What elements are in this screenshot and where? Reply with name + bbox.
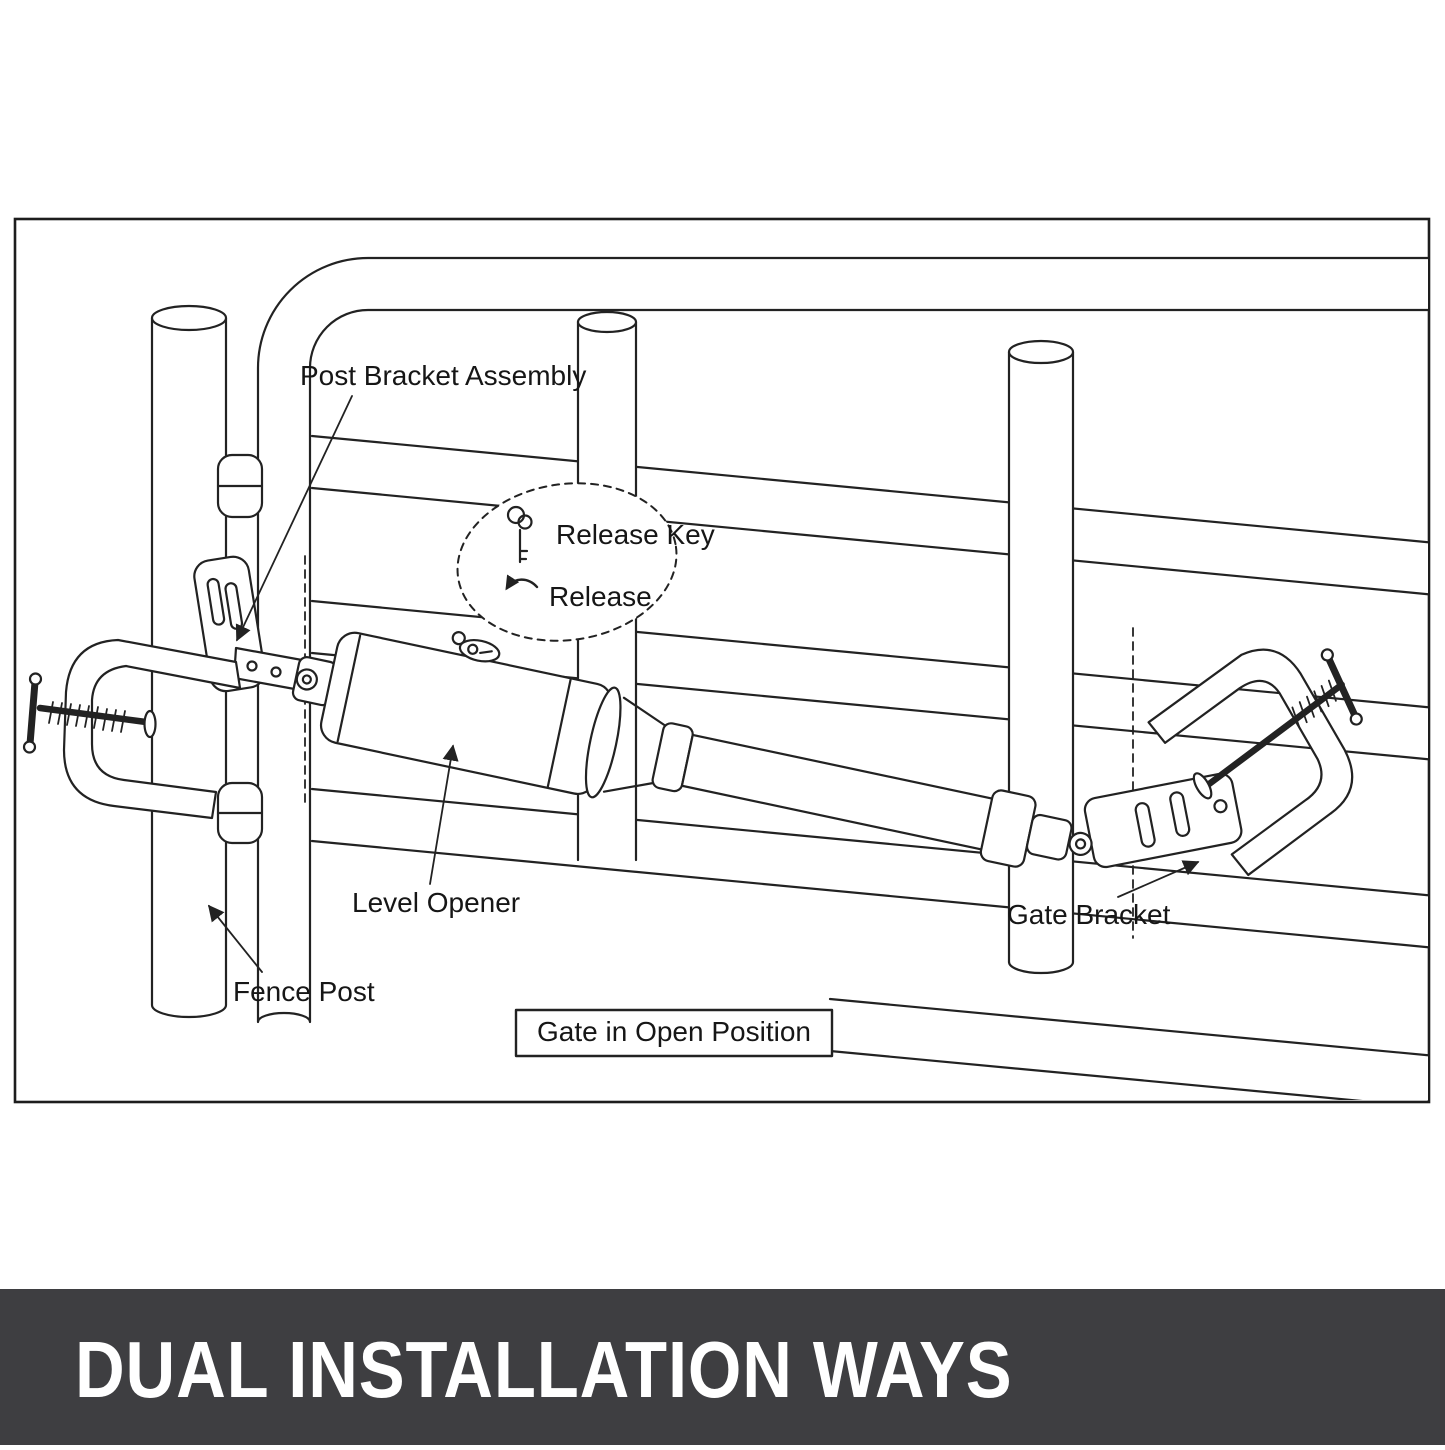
label-release: Release [549,581,652,612]
label-post-bracket-assembly: Post Bracket Assembly [300,360,586,391]
gate-bracket-part [1083,772,1243,869]
leader-fence-post [207,904,263,973]
release-arrow-icon [505,574,539,591]
gate-frame [256,256,1428,1024]
gate-position-box [514,1008,834,1058]
release-callout [456,482,678,642]
level-opener-part [291,631,1093,868]
label-release-key: Release Key [556,519,715,550]
label-gate-position: Gate in Open Position [537,1016,811,1047]
banner-title: DUAL INSTALLATION WAYS [75,1325,1013,1414]
leader-level-opener [429,744,459,885]
gate-hinges [216,453,264,845]
banner: DUAL INSTALLATION WAYS [0,1289,1445,1445]
c-clamp-left-icon [22,638,242,820]
release-lock-icon [451,631,501,663]
label-gate-bracket: Gate Bracket [1007,899,1171,930]
key-icon [506,505,533,564]
pivot-axis-lines [304,555,1134,939]
c-clamp-right-icon [1147,648,1363,877]
label-fence-post: Fence Post [233,976,375,1007]
leader-arrows [207,395,1200,973]
leader-post-bracket [235,395,353,642]
label-level-opener: Level Opener [352,887,520,918]
gate-stile-right [1007,339,1075,975]
leader-gate-bracket [1117,860,1200,898]
